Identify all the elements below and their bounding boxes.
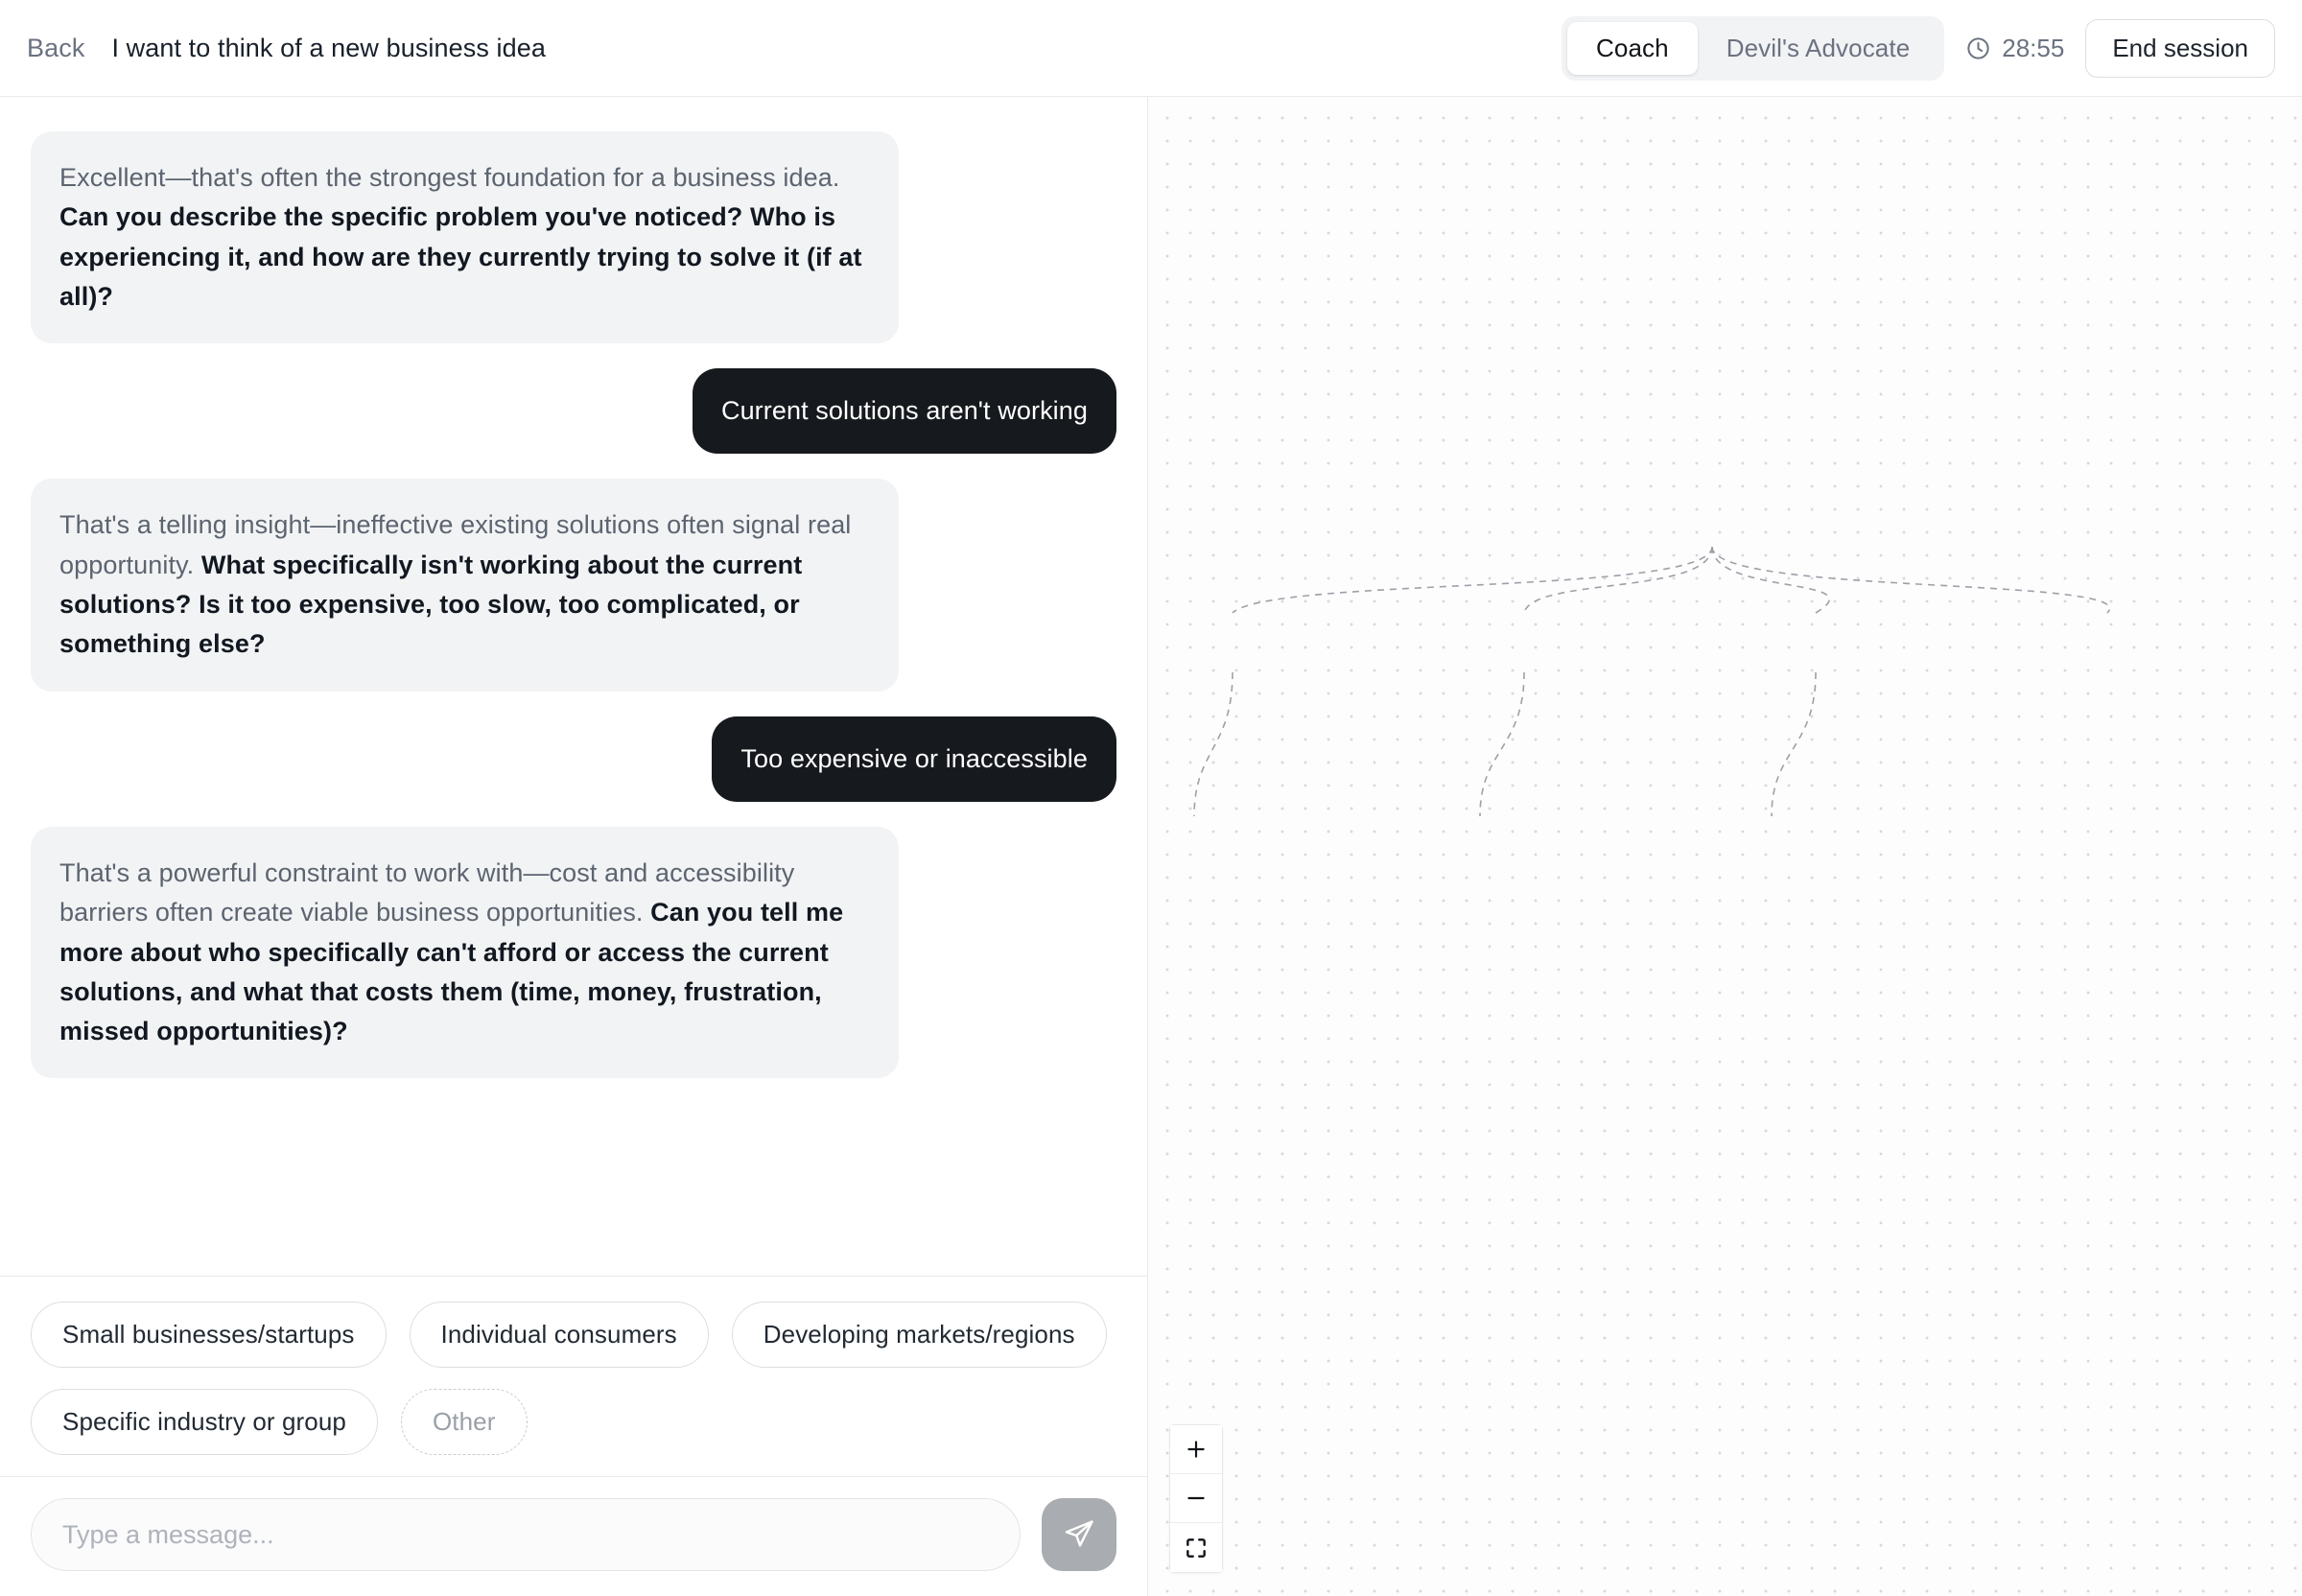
suggestion-chips: Small businesses/startups Individual con… [0, 1276, 1147, 1476]
message-row: Excellent—that's often the strongest fou… [31, 131, 1116, 344]
mode-tab-coach[interactable]: Coach [1567, 21, 1698, 75]
clock-icon [1965, 35, 1991, 61]
suggestion-chip-developing-markets[interactable]: Developing markets/regions [731, 1302, 1107, 1368]
app-header: Back I want to think of a new business i… [0, 0, 2302, 97]
back-button[interactable]: Back [25, 30, 86, 67]
zoom-in-button[interactable] [1170, 1425, 1222, 1474]
end-session-button[interactable]: End session [2085, 18, 2275, 78]
suggestion-chip-small-businesses[interactable]: Small businesses/startups [31, 1302, 387, 1368]
assistant-message: Excellent—that's often the strongest fou… [31, 131, 899, 344]
user-message: Current solutions aren't working [692, 368, 1116, 455]
assistant-message-bold: Can you tell me more about who specifica… [59, 898, 844, 1046]
mindmap-canvas[interactable]: TOPIC New Business Idea ? What's trigger… [1148, 97, 2302, 1596]
message-row: Too expensive or inaccessible [31, 716, 1116, 802]
assistant-message: That's a telling insight—ineffective exi… [31, 479, 899, 692]
suggestion-chip-other[interactable]: Other [400, 1389, 528, 1455]
assistant-message-normal: That's a telling insight—ineffective exi… [59, 510, 852, 579]
assistant-message-bold: What specifically isn't working about th… [59, 550, 803, 659]
assistant-message-normal: Excellent—that's often the strongest fou… [59, 163, 840, 192]
assistant-message: That's a powerful constraint to work wit… [31, 826, 899, 1079]
fit-view-button[interactable] [1170, 1523, 1222, 1572]
session-timer: 28:55 [1965, 34, 2064, 63]
message-row: That's a telling insight—ineffective exi… [31, 479, 1116, 692]
user-message: Too expensive or inaccessible [712, 716, 1116, 802]
app-body: Excellent—that's often the strongest fou… [0, 97, 2302, 1596]
mindmap-edges [1193, 546, 2111, 817]
message-input[interactable] [31, 1498, 1021, 1571]
minus-icon [1184, 1486, 1209, 1511]
fit-view-icon [1184, 1536, 1209, 1561]
mode-toggle[interactable]: Coach Devil's Advocate [1562, 15, 1945, 81]
plus-icon [1184, 1437, 1209, 1462]
mode-tab-devils-advocate[interactable]: Devil's Advocate [1698, 22, 1939, 75]
message-list: Excellent—that's often the strongest fou… [0, 97, 1147, 1276]
suggestion-chip-specific-industry[interactable]: Specific industry or group [31, 1389, 378, 1455]
assistant-message-bold: Can you describe the specific problem yo… [59, 202, 862, 311]
timer-value: 28:55 [2002, 33, 2065, 62]
suggestion-chip-individual-consumers[interactable]: Individual consumers [409, 1302, 709, 1368]
send-button[interactable] [1042, 1498, 1116, 1571]
chat-pane: Excellent—that's often the strongest fou… [0, 97, 1148, 1596]
message-row: Current solutions aren't working [31, 368, 1116, 455]
zoom-out-button[interactable] [1170, 1474, 1222, 1523]
assistant-message-normal: That's a powerful constraint to work wit… [59, 857, 795, 927]
page-title: I want to think of a new business idea [111, 33, 547, 62]
message-row: That's a powerful constraint to work wit… [31, 826, 1116, 1079]
send-icon [1063, 1518, 1095, 1551]
canvas-zoom-controls [1169, 1424, 1223, 1573]
header-actions: Coach Devil's Advocate 28:55 End session [1562, 15, 2275, 81]
message-composer [0, 1476, 1147, 1596]
